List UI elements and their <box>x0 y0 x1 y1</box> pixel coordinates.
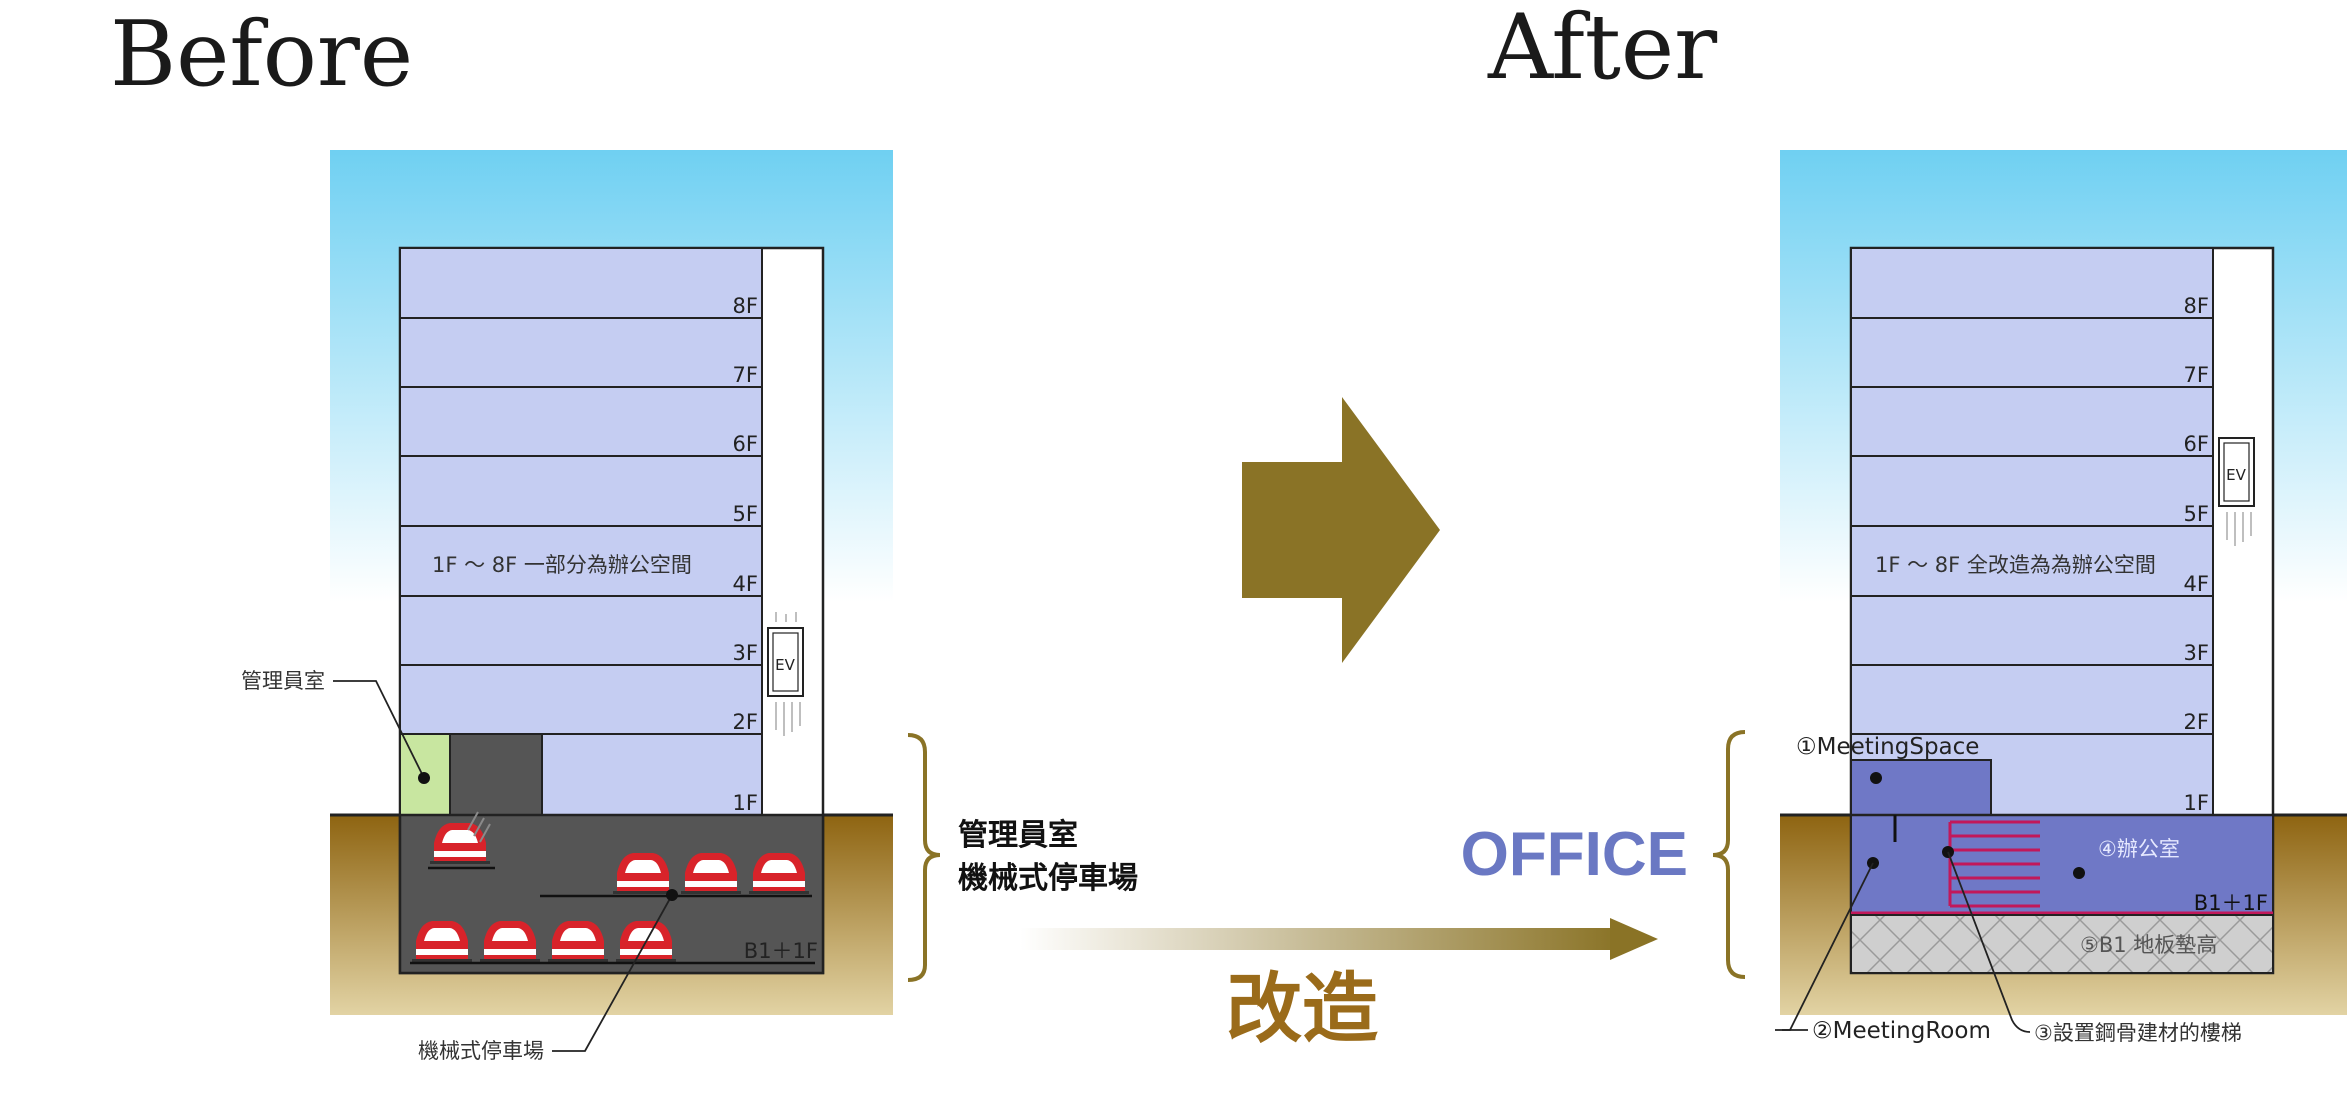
after-floor-label-1f: 1F <box>2184 791 2209 815</box>
after-floor-label-3f: 3F <box>2184 641 2209 665</box>
before-floor-label-8f: 8F <box>733 294 758 318</box>
before-floor-label-1f: 1F <box>733 791 758 815</box>
before-elevator: EV <box>767 612 804 736</box>
after-raised-floor <box>1850 914 2274 974</box>
after-building-diagram: 8F 7F 6F 5F 4F 3F 2F 1F B1＋1F 1F ～ 8F 全改… <box>1461 150 2347 1045</box>
before-heading: Before <box>110 2 413 107</box>
gradient-arrow-shaft <box>1020 928 1620 950</box>
before-1f-space <box>541 733 763 816</box>
before-floor-label-5f: 5F <box>733 502 758 526</box>
after-floor-label-8f: 8F <box>2184 294 2209 318</box>
before-bracket-caption-1: 管理員室 <box>958 818 1078 853</box>
before-floor-label-6f: 6F <box>733 432 758 456</box>
before-basement-label: B1＋1F <box>744 939 818 963</box>
meeting-room-label: ②MeetingRoom <box>1812 1018 1991 1044</box>
gradient-arrow-head-icon <box>1610 918 1658 960</box>
after-floor-label-7f: 7F <box>2184 363 2209 387</box>
after-office-note: 1F ～ 8F 全改造為為辦公空間 <box>1875 553 2156 577</box>
office-caption: OFFICE <box>1461 820 1688 889</box>
before-floor-label-3f: 3F <box>733 641 758 665</box>
after-heading: After <box>1487 0 1718 100</box>
parking-callout: 機械式停車場 <box>418 1039 544 1063</box>
caretaker-callout: 管理員室 <box>241 669 325 693</box>
meeting-space-label: ①MeetingSpace <box>1796 734 1979 760</box>
after-stairs <box>1893 815 2040 908</box>
office-room-label: ④辦公室 <box>2098 837 2180 861</box>
before-parking-ramp <box>449 733 543 816</box>
after-meeting-space <box>1850 759 1992 816</box>
after-ev-label: EV <box>2226 466 2246 484</box>
before-floor-label-4f: 4F <box>733 572 758 596</box>
stairs-label: ③設置鋼骨建材的樓梯 <box>2034 1021 2242 1045</box>
after-floor-label-5f: 5F <box>2184 502 2209 526</box>
before-bracket <box>907 733 941 982</box>
before-ev-label: EV <box>775 656 795 674</box>
after-elevator: EV <box>2218 437 2255 546</box>
before-building-diagram: 8F 7F 6F 5F 4F 3F 2F 1F B1＋1F 1F ～ 8F 一部… <box>241 150 1138 1063</box>
before-floor-label-2f: 2F <box>733 710 758 734</box>
after-floor-label-4f: 4F <box>2184 572 2209 596</box>
after-bracket <box>1712 730 1746 979</box>
before-floors <box>399 247 763 815</box>
after-basement-office <box>1850 814 2274 914</box>
floor-raise-label: ⑤B1 地板墊高 <box>2080 933 2217 957</box>
before-floor-label-7f: 7F <box>733 363 758 387</box>
before-bracket-caption-2: 機械式停車場 <box>958 861 1138 896</box>
after-floor-label-6f: 6F <box>2184 432 2209 456</box>
transition-arrows: 改造 <box>1020 397 1658 1053</box>
big-arrow-icon <box>1242 397 1440 663</box>
after-floor-label-2f: 2F <box>2184 710 2209 734</box>
before-office-note: 1F ～ 8F 一部分為辦公空間 <box>432 553 692 577</box>
kaizou-label: 改造 <box>1226 964 1378 1053</box>
after-basement-label: B1＋1F <box>2194 891 2268 915</box>
after-floors <box>1850 247 2214 815</box>
